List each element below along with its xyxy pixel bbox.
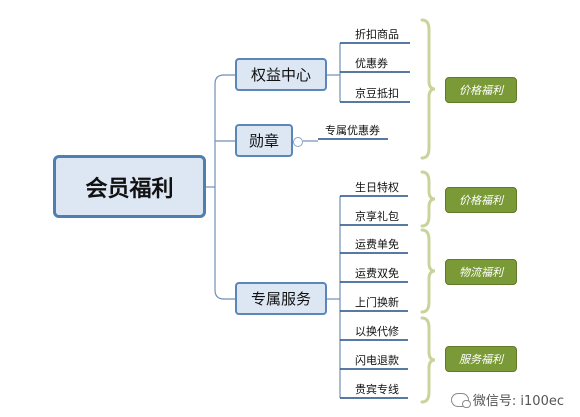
leaf-vip-hotline[interactable]: 贵宾专线 bbox=[355, 383, 399, 396]
connector-root-to-equity bbox=[214, 74, 235, 187]
leaf-birthday-privilege[interactable]: 生日特权 bbox=[355, 181, 399, 194]
tag-logistics-benefit: 物流福利 bbox=[445, 259, 517, 285]
root-node[interactable]: 会员福利 bbox=[53, 155, 206, 218]
leaf-flash-refund[interactable]: 闪电退款 bbox=[355, 354, 399, 367]
tag-price-benefit: 价格福利 bbox=[445, 77, 517, 103]
branch-exclusive-service[interactable]: 专属服务 bbox=[235, 282, 327, 315]
watermark: 微信号: i100ec bbox=[450, 390, 564, 409]
leaf-door-replacement[interactable]: 上门换新 bbox=[355, 296, 399, 309]
collapse-toggle-icon[interactable] bbox=[293, 137, 303, 147]
brace-service-price-group bbox=[420, 170, 436, 228]
leaf-replace-for-repair[interactable]: 以换代修 bbox=[355, 325, 399, 338]
leaf-discount-goods[interactable]: 折扣商品 bbox=[355, 28, 399, 41]
leaf-shipping-double-free[interactable]: 运费双免 bbox=[355, 267, 399, 280]
wechat-icon bbox=[450, 392, 471, 408]
brace-service-group bbox=[420, 316, 436, 404]
leaf-jingxiang-gift[interactable]: 京享礼包 bbox=[355, 210, 399, 223]
leaf-jingdou-deduction[interactable]: 京豆抵扣 bbox=[355, 87, 399, 100]
brace-logistics-group bbox=[420, 228, 436, 314]
branch-equity-center[interactable]: 权益中心 bbox=[235, 58, 327, 91]
branch-badge[interactable]: 勋章 bbox=[235, 124, 293, 157]
leaf-shipping-single-free[interactable]: 运费单免 bbox=[355, 238, 399, 251]
leaf-exclusive-coupon[interactable]: 专属优惠券 bbox=[325, 124, 380, 137]
watermark-text: 微信号: i100ec bbox=[472, 394, 564, 409]
tag-service-benefit: 服务福利 bbox=[445, 346, 517, 372]
brace-equity-group bbox=[420, 18, 436, 160]
leaf-coupon[interactable]: 优惠券 bbox=[355, 57, 388, 70]
tag-price-benefit-2: 价格福利 bbox=[445, 187, 517, 213]
connector-root-to-service bbox=[214, 187, 235, 300]
